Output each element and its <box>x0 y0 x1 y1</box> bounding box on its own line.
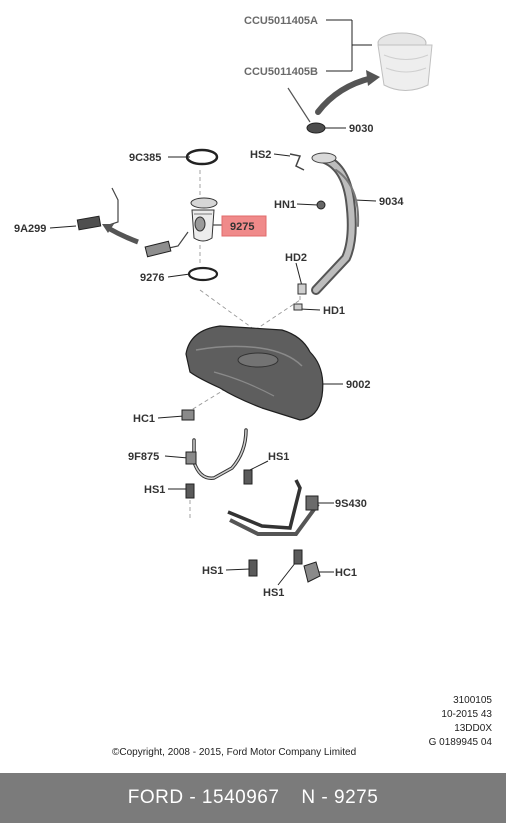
lock-ring-9c385 <box>185 148 219 166</box>
leader-lines <box>49 19 377 586</box>
reference-line-4: G 0189945 04 <box>428 737 492 748</box>
label-9c385: 9C385 <box>129 152 161 164</box>
label-hs1-b: HS1 <box>144 484 165 496</box>
hs2-bracket <box>289 153 305 171</box>
fuel-system-diagram: CCU5011405A CCU5011405B 9030 9C385 HS2 9… <box>14 15 433 599</box>
label-9030: 9030 <box>349 123 373 135</box>
filler-cap-icon <box>306 122 326 134</box>
label-9276: 9276 <box>140 272 164 284</box>
hc1-bottom-clip <box>303 561 321 583</box>
copyright-notice: ©Copyright, 2008 - 2015, Ford Motor Comp… <box>112 747 357 758</box>
footer-item-number: N - 9275 <box>301 787 379 808</box>
arrow-to-sender <box>106 225 139 245</box>
label-hs2: HS2 <box>250 149 271 161</box>
label-hd1: HD1 <box>323 305 345 317</box>
label-hd2: HD2 <box>285 252 307 264</box>
label-hs1-c: HS1 <box>202 565 223 577</box>
label-9a299: 9A299 <box>14 223 46 235</box>
label-hc1-top: HC1 <box>133 413 155 425</box>
seal-9276 <box>187 266 219 282</box>
hd2-clip <box>297 283 307 295</box>
hs1-bolt-b <box>243 469 253 485</box>
hd1-clip <box>293 303 303 311</box>
label-ccu5011405a: CCU5011405A <box>244 15 318 27</box>
arrow-head <box>366 70 380 86</box>
hs1-bolt-c <box>248 559 258 577</box>
hs1-bolt-a <box>185 483 195 499</box>
reference-line-2: 10-2015 43 <box>441 709 492 720</box>
vent-rod <box>287 87 311 123</box>
label-hs1-d: HS1 <box>263 587 284 599</box>
label-9002: 9002 <box>346 379 370 391</box>
tank-straps <box>192 428 248 480</box>
hn1-nut-icon <box>316 200 326 210</box>
strap-9s430 <box>227 479 320 536</box>
fuel-tank-9002 <box>185 325 324 421</box>
label-9s430: 9S430 <box>335 498 367 510</box>
label-hn1: HN1 <box>274 199 296 211</box>
hc1-top-clip <box>181 409 195 421</box>
label-9034: 9034 <box>379 196 404 208</box>
label-9275: 9275 <box>230 221 254 233</box>
arrow-to-module <box>315 75 375 115</box>
label-ccu5011405b: CCU5011405B <box>244 66 318 78</box>
callout-labels: CCU5011405A CCU5011405B 9030 9C385 HS2 9… <box>14 15 404 599</box>
label-hs1-a: HS1 <box>268 451 289 463</box>
arrow-head-left <box>102 224 114 233</box>
label-hc1-bottom: HC1 <box>335 567 357 579</box>
reference-line-1: 3100105 <box>453 695 492 706</box>
9f875-bracket <box>185 451 197 465</box>
sender-9a299 <box>76 187 189 258</box>
highlight-box-9275 <box>221 215 267 237</box>
fuel-pump-9275 <box>190 197 218 242</box>
footer-bar: FORD - 1540967 N - 9275 <box>0 773 506 823</box>
drawing-reference-block: 3100105 10-2015 43 13DD0X G 0189945 04 <box>429 694 492 750</box>
reference-line-3: 13DD0X <box>454 723 492 734</box>
fuel-pump-module-illustration <box>377 32 433 91</box>
hs1-bolt-d <box>293 549 303 565</box>
label-9f875: 9F875 <box>128 451 159 463</box>
filler-pipe <box>311 152 360 295</box>
footer-part-number: FORD - 1540967 <box>127 787 280 808</box>
